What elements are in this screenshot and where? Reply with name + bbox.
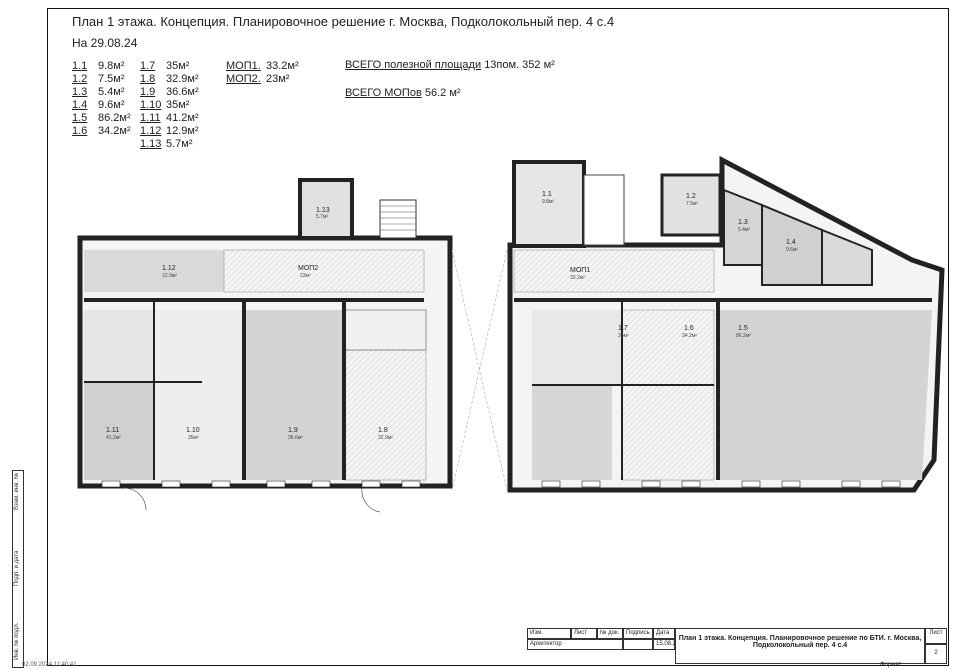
floor-plan: 1.12 12.9м² МОП2 23м² 1.13 5.7м² 1.11 41… <box>77 155 945 513</box>
print-stamp: 02.09.2024 11:40:41 <box>22 662 77 668</box>
tb-sheet-no: 2 <box>925 644 947 664</box>
room-mop2 <box>223 249 425 293</box>
room-label: МОП1 <box>570 267 590 274</box>
room-1-2 <box>660 173 722 237</box>
room-1-7-b <box>532 385 612 480</box>
room-area: 5.7м² <box>316 214 328 220</box>
room-area: 9.6м² <box>786 247 798 253</box>
room-label: 1.12 <box>162 265 176 272</box>
room-area: 33.2м² <box>570 275 585 281</box>
room-label: 1.13 <box>316 207 330 214</box>
tb-date: Дата <box>653 628 675 639</box>
room-label: МОП2 <box>298 265 318 272</box>
mop-legend: МОП1.33.2м² МОП2.23м² <box>226 60 299 86</box>
format-label: Формат <box>880 662 902 668</box>
room-area: 12.9м² <box>162 273 177 279</box>
room-area: 32.9м² <box>378 435 393 441</box>
left-building <box>77 178 453 513</box>
room-1-6 <box>621 309 715 386</box>
drawing-date: На 29.08.24 <box>72 36 138 50</box>
total-useful: ВСЕГО полезной площади 13пом. 352 м² <box>345 59 555 71</box>
room-labels: 1.12 12.9м² МОП2 23м² 1.13 5.7м² 1.11 41… <box>106 191 798 441</box>
room-1-9 <box>244 310 344 480</box>
room-mop1 <box>513 249 715 293</box>
tb-role: Архитектор <box>527 639 623 650</box>
room-1-11 <box>84 382 154 480</box>
drawing-frame <box>47 8 949 666</box>
tb-podp: Подпись <box>623 628 653 639</box>
room-1-6-b <box>621 384 715 481</box>
room-label: 1.9 <box>288 427 298 434</box>
room-area: 36.6м² <box>288 435 303 441</box>
tb-list: Лист <box>571 628 597 639</box>
room-area: 23м² <box>300 273 311 279</box>
room-label: 1.11 <box>106 427 119 434</box>
room-area: 41.2м² <box>106 435 121 441</box>
room-small-r <box>821 228 873 286</box>
room-1-13 <box>298 178 354 240</box>
room-label: 1.6 <box>684 325 694 332</box>
tb-ndoc: № док. <box>597 628 623 639</box>
stair-right <box>583 174 625 246</box>
tb-sheet-label: Лист <box>925 628 947 644</box>
room-area: 9.8м² <box>542 199 554 205</box>
room-area: 34.2м² <box>682 333 697 339</box>
title-block: Изм. Лист № док. Подпись Дата Архитектор… <box>527 628 947 664</box>
room-area: 7.5м² <box>686 201 698 207</box>
room-1-5 <box>718 310 932 480</box>
room-label: 1.7 <box>618 325 628 332</box>
room-1-7 <box>532 310 622 385</box>
room-label: 1.8 <box>378 427 388 434</box>
room-1-10 <box>154 310 244 480</box>
total-mop: ВСЕГО МОПов 56.2 м² <box>345 87 461 99</box>
legend-row: МОП1.33.2м² <box>226 60 299 72</box>
tb-sign <box>623 639 653 650</box>
room-area: 86.2м² <box>736 333 751 339</box>
room-area: 35м² <box>618 333 629 339</box>
side-strip <box>12 470 24 668</box>
room-label: 1.4 <box>786 239 796 246</box>
room-label: 1.2 <box>686 193 696 200</box>
right-building <box>507 155 945 493</box>
stair-left <box>379 199 417 239</box>
drawing-title: План 1 этажа. Концепция. Планировочное р… <box>72 14 615 29</box>
room-area: 35м² <box>188 435 199 441</box>
room-1-8 <box>343 349 427 481</box>
room-label: 1.5 <box>738 325 748 332</box>
room-label: 1.1 <box>542 191 552 198</box>
room-1-12 <box>84 250 224 292</box>
tb-role-date: 15.08.24 <box>653 639 675 650</box>
room-area: 5.4м² <box>738 227 750 233</box>
room-label: 1.10 <box>186 427 200 434</box>
passage-lines <box>451 249 508 491</box>
room-wc <box>343 309 427 351</box>
legend-row: МОП2.23м² <box>226 73 290 85</box>
tb-caption: План 1 этажа. Концепция. Планировочное р… <box>675 628 925 664</box>
room-label: 1.3 <box>738 219 748 226</box>
tb-izm: Изм. <box>527 628 571 639</box>
